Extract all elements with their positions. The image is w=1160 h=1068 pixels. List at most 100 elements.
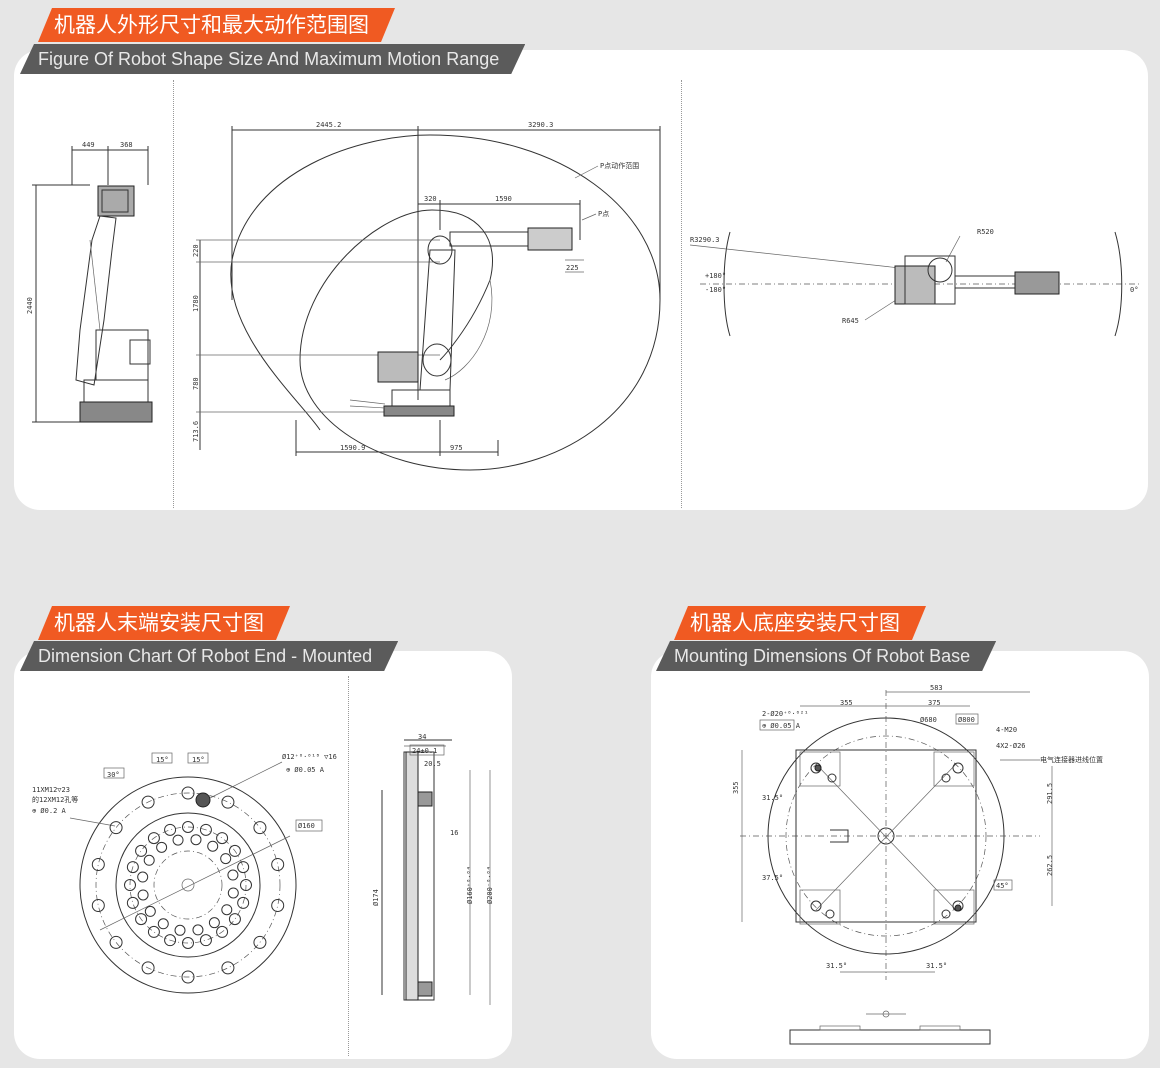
dim-225: 225 <box>566 264 579 272</box>
bolt-hole <box>126 896 139 909</box>
pin-tol: ⊕ Ø0.05 A <box>286 766 325 774</box>
plus180: +180° <box>705 272 726 280</box>
flange-section-view: 34 24±0.1 20.5 16 Ø174 Ø160⁺⁰·⁰⁴ Ø200⁻⁰·… <box>372 733 494 1005</box>
d583: 583 <box>930 684 943 692</box>
d16: 16 <box>450 829 458 837</box>
bolt-hole <box>157 918 169 930</box>
d375: 375 <box>928 699 941 707</box>
r645: R645 <box>842 317 859 325</box>
bolt-hole <box>228 913 241 926</box>
d20: 20.5 <box>424 760 441 768</box>
n4: 4-M20 <box>996 726 1017 734</box>
bolt-hole <box>271 858 285 872</box>
bolt-hole <box>126 861 139 874</box>
bolt-hole <box>227 869 239 881</box>
section1-title-en: Figure Of Robot Shape Size And Maximum M… <box>20 44 525 74</box>
a31c: 31.5° <box>926 962 947 970</box>
d291: 291.5 <box>1046 783 1054 804</box>
bolt-hole <box>253 935 267 949</box>
d160: Ø160⁺⁰·⁰⁴ <box>466 866 474 904</box>
bolt-hole <box>237 896 250 909</box>
base-tol: ⊕ Ø0.05 A <box>762 722 801 730</box>
bolt-hole <box>221 904 233 916</box>
dim-1590-bottom: 1590.9 <box>340 444 365 452</box>
bolt-hole <box>208 917 220 929</box>
flange-holes <box>91 786 285 984</box>
dia-160: Ø160 <box>298 822 315 830</box>
section2-title-en: Dimension Chart Of Robot End - Mounted <box>20 641 398 671</box>
base-note: 电气连接器进线位置 <box>1040 755 1103 764</box>
dim-713: 713.6 <box>192 421 200 442</box>
base-drawing: 583 355 375 Ø680 Ø800 4-M20 4X2-Ø26 2-Ø2… <box>732 684 1103 1045</box>
bolt-hole <box>174 924 186 936</box>
dim-975: 975 <box>450 444 463 452</box>
angle-15a: 15° <box>156 756 169 764</box>
end-mount-panel <box>14 651 512 1059</box>
robot-side-view-drawing: 449 368 2440 2445.2 3290.3 P点动作范围 320 15… <box>26 121 1140 471</box>
d45: 45° <box>996 882 1009 890</box>
section1-title-cn: 机器人外形尺寸和最大动作范围图 <box>38 8 395 42</box>
bolt-hole <box>172 834 184 846</box>
a31a: 31.5° <box>762 794 783 802</box>
minus180: -180° <box>705 286 726 294</box>
bolt-hole <box>109 935 123 949</box>
dim-1590-top: 1590 <box>495 195 512 203</box>
dim-3290: 3290.3 <box>528 121 553 129</box>
top-view: R3290.3 +180° -180° 0° R520 R645 <box>689 228 1140 337</box>
section3-title-en: Mounting Dimensions Of Robot Base <box>656 641 996 671</box>
dim-780: 780 <box>192 377 200 390</box>
section2-title-cn: 机器人末端安装尺寸图 <box>38 606 290 640</box>
d34: 34 <box>418 733 426 741</box>
bolt-hole <box>181 970 195 984</box>
bolt-hole <box>137 889 149 901</box>
bolt-hole <box>91 898 105 912</box>
bolt-hole <box>124 879 136 891</box>
dim-449: 449 <box>82 141 95 149</box>
hole-note1: 11XM12▽23 <box>32 786 70 794</box>
bolt-hole <box>147 925 160 938</box>
bolt-hole <box>221 795 235 809</box>
dim-2440: 2440 <box>26 297 34 314</box>
dim-2445: 2445.2 <box>316 121 341 129</box>
bolt-hole <box>190 834 202 846</box>
bolt-hole <box>182 821 194 833</box>
r3290: R3290.3 <box>690 236 720 244</box>
bolt-hole <box>228 844 241 857</box>
a31b: 31.5° <box>826 962 847 970</box>
bolt-hole <box>141 795 155 809</box>
hole-note2: 的12XM12孔等 <box>32 795 78 804</box>
bolt-hole <box>143 854 155 866</box>
bolt-hole <box>192 924 204 936</box>
bolt-hole <box>164 934 177 947</box>
bolt-hole <box>237 861 250 874</box>
bolt-hole <box>216 925 229 938</box>
flange-front-view: 30° 15° 15° 11XM12▽23 的12XM12孔等 ⊕ Ø0.2 A… <box>32 752 337 994</box>
side-view: 449 368 2440 <box>26 141 153 423</box>
bolt-hole <box>216 832 229 845</box>
d6: 4X2-Ø26 <box>996 742 1026 750</box>
zero-deg: 0° <box>1130 286 1138 294</box>
bolt-hole <box>135 913 148 926</box>
bolt-hole <box>144 905 156 917</box>
section3-title-cn: 机器人底座安装尺寸图 <box>674 606 926 640</box>
bolt-hole <box>147 832 160 845</box>
base-mount-panel <box>651 651 1149 1059</box>
bolt-hole <box>164 823 177 836</box>
separator <box>681 80 682 508</box>
range-view: 2445.2 3290.3 P点动作范围 320 1590 P点 220 178… <box>192 121 661 471</box>
label-p-range: P点动作范围 <box>600 161 639 170</box>
label-p: P点 <box>598 210 609 218</box>
r520: R520 <box>977 228 994 236</box>
bolt-hole <box>271 898 285 912</box>
d262: 262.5 <box>1046 855 1054 876</box>
bolt-hole <box>240 879 252 891</box>
dim-220: 220 <box>192 244 200 257</box>
bolt-hole <box>207 840 219 852</box>
d174: Ø174 <box>372 889 380 906</box>
a37: 37.5° <box>762 874 783 882</box>
d24: 24±0.1 <box>412 747 437 755</box>
angle-30: 30° <box>107 771 120 779</box>
separator <box>173 80 174 508</box>
bolt-hole <box>109 821 123 835</box>
bolt-hole <box>156 841 168 853</box>
